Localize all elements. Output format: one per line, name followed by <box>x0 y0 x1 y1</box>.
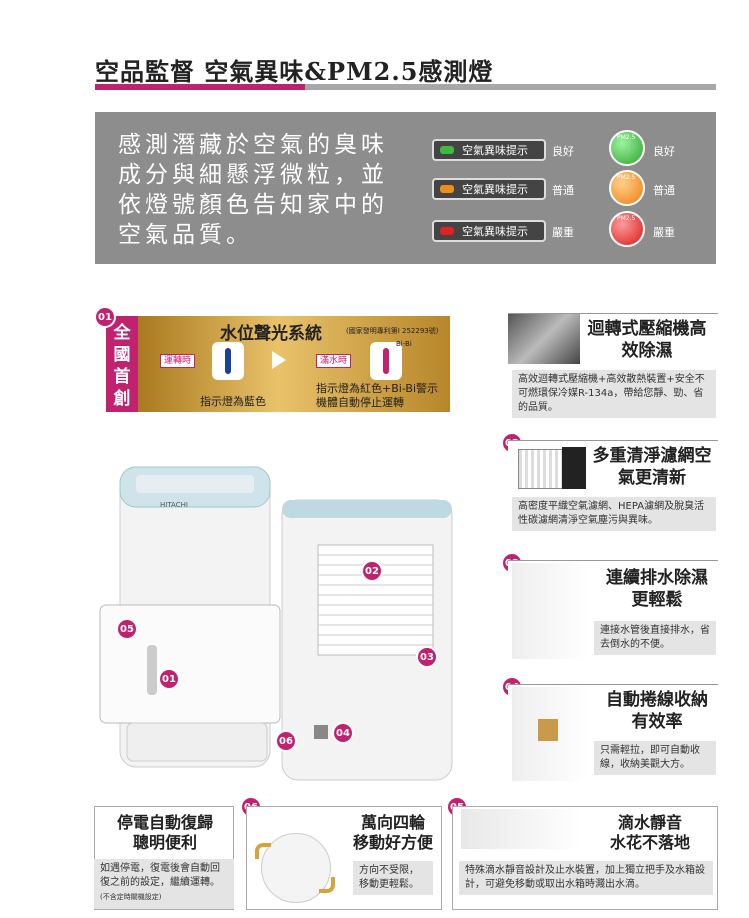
feature-title: 滴水靜音 水花不落地 <box>583 813 717 853</box>
drain-photo <box>512 563 588 659</box>
arrow-right-icon <box>272 351 286 369</box>
green-orb-icon: PM2.5 <box>609 130 645 166</box>
feature-power-recovery: 停電自動復歸 聰明便利 如遇停電，復電後會自動回復之前的設定，繼續運轉。 (不含定… <box>94 806 234 910</box>
feature-title: 萬向四輪 移動好方便 <box>345 813 441 853</box>
feature-desc: 連接水管後直接排水，省去倒水的不便。 <box>594 621 716 655</box>
feature-desc: 方向不受限，移動更輕鬆。 <box>353 861 433 895</box>
indicator-label: 空氣異味提示 <box>462 225 528 238</box>
red-lamp-icon <box>370 342 402 380</box>
feature-drip: 滴水靜音 水花不落地 特殊滴水靜音設計及止水裝置，加上獨立把手及水箱設計，可避免… <box>452 806 718 910</box>
title-line1: 滴水靜音 <box>617 813 682 832</box>
page-title: 空品監督 空氣異味&PM2.5感測燈 <box>95 57 494 86</box>
blue-caption: 指示燈為藍色 <box>200 395 266 408</box>
first-in-country-strip: 全國首創 <box>106 316 138 412</box>
red-caption-line2: 機體自動停止運轉 <box>316 396 404 409</box>
feature-filter: 多重清淨濾網空氣更清新 高密度平織空氣濾網、HEPA濾網及脫臭活性碳濾網清淨空氣… <box>508 440 718 531</box>
dehumidifier-front <box>99 466 281 768</box>
plug-icon <box>538 719 558 741</box>
marker-06: 06 <box>275 730 297 752</box>
pm25-badge: PM2.5 <box>617 215 636 222</box>
running-tag: 運轉時 <box>160 354 196 368</box>
marker-03: 03 <box>416 646 438 668</box>
feature-wheels: 萬向四輪 移動好方便 方向不受限，移動更輕鬆。 <box>246 806 442 910</box>
full-water-tag: 滿水時 <box>316 354 352 368</box>
blue-lamp-icon <box>212 342 244 380</box>
rotate-arrow-icon <box>319 877 335 893</box>
indicator-good: 空氣異味提示 <box>432 139 546 161</box>
carbon-filter-photo <box>562 447 586 489</box>
rotate-arrow-icon <box>255 843 271 859</box>
feature-title: 多重清淨濾網空氣更清新 <box>592 446 712 488</box>
feature-desc: 特殊滴水靜音設計及止水裝置，加上獨立把手及水箱設計，可避免移動或取出水箱時濺出水… <box>459 861 713 895</box>
pm25-badge: PM2.5 <box>617 174 636 181</box>
product-illustration: HITACHI <box>99 466 453 781</box>
indicator-good-level: 良好 <box>552 145 574 158</box>
marker-01: 01 <box>158 668 180 690</box>
feature-title: 停電自動復歸 聰明便利 <box>95 813 235 853</box>
indicator-label: 空氣異味提示 <box>462 183 528 196</box>
red-led-icon <box>440 227 454 235</box>
feature-desc: 高效迴轉式壓縮機+高效散熱裝置+安全不可燃環保冷媒R-134a，帶給您靜、勁、省… <box>512 370 716 418</box>
feature-badge-01: 01 <box>94 306 116 328</box>
indicator-normal-level: 普通 <box>552 184 574 197</box>
marker-05: 05 <box>116 618 138 640</box>
title-line1: 停電自動復歸 <box>116 813 213 832</box>
red-orb-icon: PM2.5 <box>609 211 645 247</box>
orb-normal-label: 普通 <box>653 184 675 197</box>
feature-desc: 高密度平織空氣濾網、HEPA濾網及脫臭活性碳濾網清淨空氣塵污與異味。 <box>512 497 716 531</box>
red-caption-line1: 指示燈為紅色+Bi-Bi警示 <box>316 382 438 395</box>
red-caption: 指示燈為紅色+Bi-Bi警示 機體自動停止運轉 <box>316 382 438 410</box>
orb-good-label: 良好 <box>653 145 675 158</box>
feature-drain: 連續排水除濕更輕鬆 連接水管後直接排水，省去倒水的不便。 <box>508 560 718 660</box>
title-line1: 萬向四輪 <box>360 813 425 832</box>
title-line2: 水花不落地 <box>609 833 690 852</box>
indicator-normal: 空氣異味提示 <box>432 178 546 200</box>
compressor-photo <box>508 314 580 364</box>
dehumidifier-back <box>281 499 453 781</box>
pm25-badge: PM2.5 <box>617 134 636 141</box>
title-underline <box>95 84 716 90</box>
feature-desc: 如遇停電，復電後會自動回復之前的設定，繼續運轉。 (不含定時關機設定) <box>94 859 234 909</box>
marker-04: 04 <box>332 722 354 744</box>
title-line2: 聰明便利 <box>132 833 197 852</box>
brand-logo: HITACHI <box>160 501 188 509</box>
desc-text: 如遇停電，復電後會自動回復之前的設定，繼續運轉。 <box>100 863 220 888</box>
patent-note: (國家發明專利第I 252293號) <box>346 327 439 335</box>
orange-led-icon <box>440 185 454 193</box>
bibi-label: Bi-Bi <box>396 340 412 348</box>
indicator-severe-level: 嚴重 <box>552 226 574 239</box>
feature-compressor: 迴轉式壓縮機高效除濕 高效迴轉式壓縮機+高效散熱裝置+安全不可燃環保冷媒R-13… <box>508 313 718 423</box>
feature-title: 自動捲線收納有效率 <box>606 690 708 732</box>
indicator-severe: 空氣異味提示 <box>432 220 546 242</box>
feature-title: 迴轉式壓縮機高效除濕 <box>587 319 707 361</box>
orange-orb-icon: PM2.5 <box>609 170 645 206</box>
feature-title: 連續排水除濕更輕鬆 <box>606 568 708 610</box>
drip-photo <box>461 809 581 849</box>
desc-note: (不含定時關機設定) <box>100 893 162 901</box>
title-line2: 移動好方便 <box>352 833 433 852</box>
feature-cord: 自動捲線收納有效率 只需輕拉，即可自動收線，收納美觀大方。 <box>508 684 718 782</box>
indicator-label: 空氣異味提示 <box>462 144 528 157</box>
green-led-icon <box>440 146 454 154</box>
water-level-title: 水位聲光系統 <box>220 324 322 344</box>
marker-02: 02 <box>361 560 383 582</box>
orb-severe-label: 嚴重 <box>653 226 675 239</box>
title-underline-accent <box>95 84 305 90</box>
air-quality-description: 感測潛藏於空氣的臭味成分與細懸浮微粒，並依燈號顏色告知家中的空氣品質。 <box>118 132 388 248</box>
feature-desc: 只需輕拉，即可自動收線，收納美觀大方。 <box>594 741 716 775</box>
